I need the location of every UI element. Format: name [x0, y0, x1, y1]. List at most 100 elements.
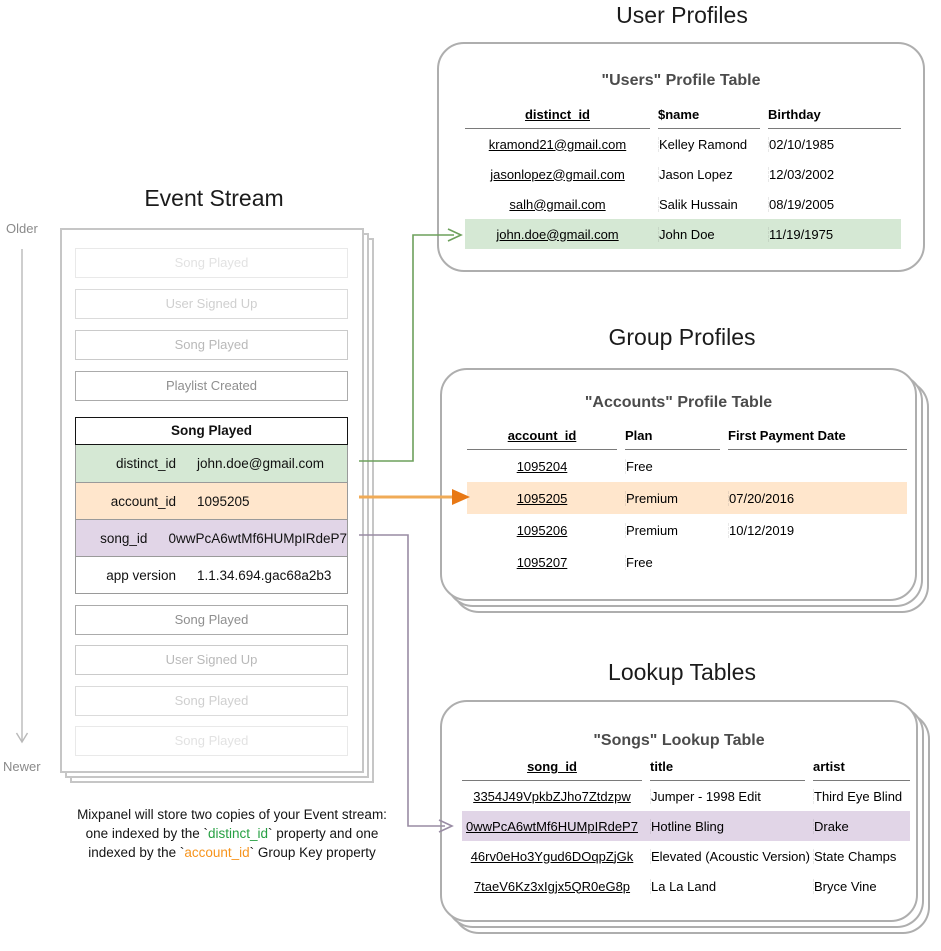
property-value: john.doe@gmail.com	[197, 456, 325, 471]
table-cell: 7taeV6Kz3xIgjx5QR0eG8p	[473, 878, 631, 894]
table-cell: Elevated (Acoustic Version)	[650, 848, 810, 864]
property-key: account_id	[110, 493, 176, 509]
column-header: song_id	[462, 759, 642, 781]
event-box: User Signed Up	[75, 645, 348, 675]
table-cell: La La Land	[650, 878, 805, 894]
caption: Mixpanel will store two copies of your E…	[24, 805, 440, 862]
event-box: Song Played	[75, 686, 348, 716]
focused-event-card: Song Played distinct_id john.doe@gmail.c…	[75, 417, 348, 594]
accounts-profile-card: "Accounts" Profile Table account_id Plan…	[440, 368, 917, 601]
table-header: account_id Plan First Payment Date	[467, 428, 907, 450]
accounts-table-title: "Accounts" Profile Table	[584, 394, 773, 411]
table-cell: salh@gmail.com	[509, 196, 606, 212]
users-table-title: "Users" Profile Table	[601, 72, 761, 89]
table-row: jasonlopez@gmail.com Jason Lopez 12/03/2…	[465, 159, 901, 189]
event-box: Song Played	[75, 605, 348, 635]
table-row: 1095204 Free	[467, 450, 907, 482]
table-header: distinct_id $name Birthday	[465, 107, 901, 129]
table-cell: Third Eye Blind	[813, 788, 910, 804]
group-profiles-title: Group Profiles	[608, 324, 756, 350]
table-cell: Salik Hussain	[658, 196, 760, 212]
lookup-tables-title: Lookup Tables	[608, 659, 756, 685]
table-cell: 11/19/1975	[768, 226, 901, 242]
column-header: account_id	[467, 428, 617, 450]
older-label: Older	[6, 221, 38, 236]
column-header: artist	[813, 759, 910, 781]
column-header: First Payment Date	[728, 428, 907, 450]
table-row: 1095206 Premium 10/12/2019	[467, 514, 907, 546]
table-cell: 3354J49VpkbZJho7Ztdzpw	[473, 788, 631, 804]
table-cell: John Doe	[658, 226, 760, 242]
table-cell: Jumper - 1998 Edit	[650, 788, 805, 804]
table-cell: Free	[625, 458, 720, 474]
property-row-app-version: app version 1.1.34.694.gac68a2b3	[76, 556, 347, 593]
table-cell: 1095207	[516, 554, 568, 570]
table-cell: Jason Lopez	[658, 166, 760, 182]
table-cell: Bryce Vine	[813, 878, 910, 894]
event-name: Song Played	[75, 417, 348, 445]
column-header: distinct_id	[465, 107, 650, 129]
newer-label: Newer	[3, 759, 41, 774]
table-row: 1095207 Free	[467, 546, 907, 578]
table-cell: State Champs	[813, 848, 910, 864]
table-cell: john.doe@gmail.com	[496, 226, 619, 242]
property-row-distinct-id: distinct_id john.doe@gmail.com	[76, 445, 347, 482]
songs-table: song_id title artist 3354J49VpkbZJho7Ztd…	[462, 759, 910, 901]
column-header: title	[650, 759, 805, 781]
table-cell: 02/10/1985	[768, 136, 901, 152]
property-key: song_id	[100, 530, 148, 546]
event-box: Song Played	[75, 330, 348, 360]
table-cell: 07/20/2016	[728, 490, 907, 506]
table-cell: 12/03/2002	[768, 166, 901, 182]
table-cell: 1095206	[516, 522, 568, 538]
table-header: song_id title artist	[462, 759, 910, 781]
table-row: 7taeV6Kz3xIgjx5QR0eG8p La La Land Bryce …	[462, 871, 910, 901]
distinct-id-keyword: distinct_id	[207, 826, 269, 841]
table-row: 46rv0eHo3Ygud6DOqpZjGk Elevated (Acousti…	[462, 841, 910, 871]
event-box: User Signed Up	[75, 289, 348, 319]
accounts-table: account_id Plan First Payment Date 10952…	[467, 428, 907, 578]
table-cell: kramond21@gmail.com	[488, 136, 627, 152]
table-cell: Hotline Bling	[650, 818, 805, 834]
songs-table-title: "Songs" Lookup Table	[593, 732, 765, 749]
table-cell: 1095205	[516, 490, 568, 506]
users-profile-card: "Users" Profile Table distinct_id $name …	[437, 42, 925, 272]
column-header: Plan	[625, 428, 720, 450]
table-cell: jasonlopez@gmail.com	[490, 166, 625, 182]
property-key: app version	[106, 567, 176, 583]
table-row-highlighted: 0wwPcA6wtMf6HUMpIRdeP7 Hotline Bling Dra…	[462, 811, 910, 841]
table-cell: 46rv0eHo3Ygud6DOqpZjGk	[470, 848, 634, 864]
property-value: 1.1.34.694.gac68a2b3	[197, 567, 332, 583]
property-row-song-id: song_id 0wwPcA6wtMf6HUMpIRdeP7	[76, 519, 347, 556]
table-row-highlighted: 1095205 Premium 07/20/2016	[467, 482, 907, 514]
account-id-keyword: account_id	[184, 845, 250, 860]
event-box: Song Played	[75, 248, 348, 278]
caption-line-2: one indexed by the `distinct_id` propert…	[85, 826, 379, 841]
songs-lookup-card: "Songs" Lookup Table song_id title artis…	[440, 700, 918, 922]
table-cell: Premium	[625, 522, 720, 538]
property-key: distinct_id	[115, 456, 176, 471]
event-stream-container: Song Played User Signed Up Song Played P…	[60, 228, 364, 773]
event-box: Song Played	[75, 726, 348, 756]
event-stream-title: Event Stream	[144, 185, 284, 211]
table-cell: 1095204	[516, 458, 568, 474]
table-cell: 08/19/2005	[768, 196, 901, 212]
table-cell: Kelley Ramond	[658, 136, 760, 152]
timeline-arrow	[15, 249, 29, 744]
table-row: salh@gmail.com Salik Hussain 08/19/2005	[465, 189, 901, 219]
caption-line-1: Mixpanel will store two copies of your E…	[77, 807, 387, 822]
table-cell: Drake	[813, 818, 910, 834]
column-header: Birthday	[768, 107, 901, 129]
table-row: kramond21@gmail.com Kelley Ramond 02/10/…	[465, 129, 901, 159]
property-value: 0wwPcA6wtMf6HUMpIRdeP7	[168, 530, 347, 546]
table-row: 3354J49VpkbZJho7Ztdzpw Jumper - 1998 Edi…	[462, 781, 910, 811]
property-row-account-id: account_id 1095205	[76, 482, 347, 519]
table-cell: 0wwPcA6wtMf6HUMpIRdeP7	[466, 818, 638, 834]
event-box: Playlist Created	[75, 371, 348, 401]
property-value: 1095205	[197, 493, 250, 509]
user-profiles-title: User Profiles	[616, 2, 748, 28]
caption-line-3: indexed by the `account_id` Group Key pr…	[88, 845, 376, 860]
table-cell: 10/12/2019	[728, 522, 907, 538]
users-table: distinct_id $name Birthday kramond21@gma…	[465, 107, 901, 249]
table-cell: Free	[625, 554, 720, 570]
